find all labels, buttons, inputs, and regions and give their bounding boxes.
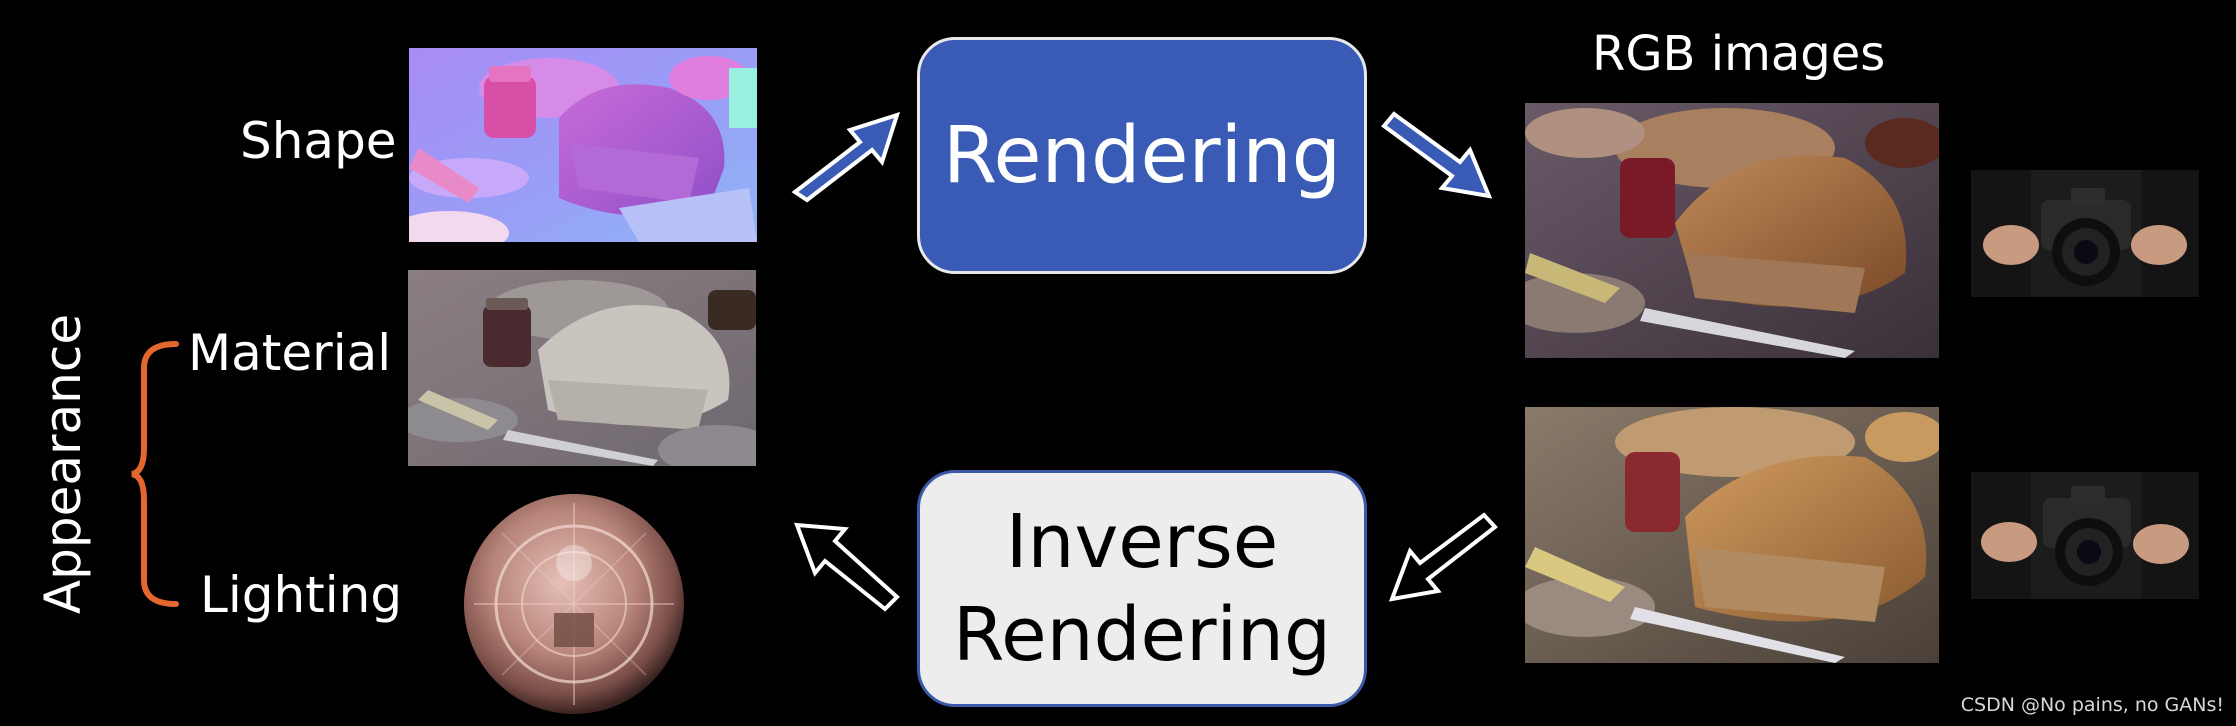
rendering-block: Rendering (917, 37, 1367, 274)
label-rgb-images: RGB images (1592, 26, 1886, 82)
inverse-label-line2: Rendering (953, 591, 1331, 678)
arrow-to-inverse-icon (1388, 512, 1498, 602)
arrow-to-rgb-icon (1381, 111, 1493, 199)
rendering-label: Rendering (942, 110, 1342, 201)
material-albedo-image (408, 270, 756, 466)
appearance-brace-icon (131, 341, 179, 607)
rgb-image-2 (1525, 407, 1939, 663)
inverse-rendering-block: Inverse Rendering (917, 470, 1367, 707)
watermark: CSDN @No pains, no GANs! (1960, 694, 2224, 716)
label-material: Material (188, 324, 392, 382)
label-lighting: Lighting (200, 566, 403, 624)
inverse-label-line1: Inverse (1005, 499, 1279, 585)
shape-normal-map-image (409, 48, 757, 242)
rgb-image-1 (1525, 103, 1939, 358)
label-appearance: Appearance (34, 313, 92, 615)
lighting-env-sphere-image (464, 494, 684, 714)
arrow-to-components-icon (794, 522, 900, 612)
arrow-to-rendering-icon (791, 111, 901, 203)
camera-photo-1 (1971, 170, 2199, 297)
label-shape: Shape (240, 112, 397, 170)
camera-photo-2 (1971, 472, 2199, 599)
